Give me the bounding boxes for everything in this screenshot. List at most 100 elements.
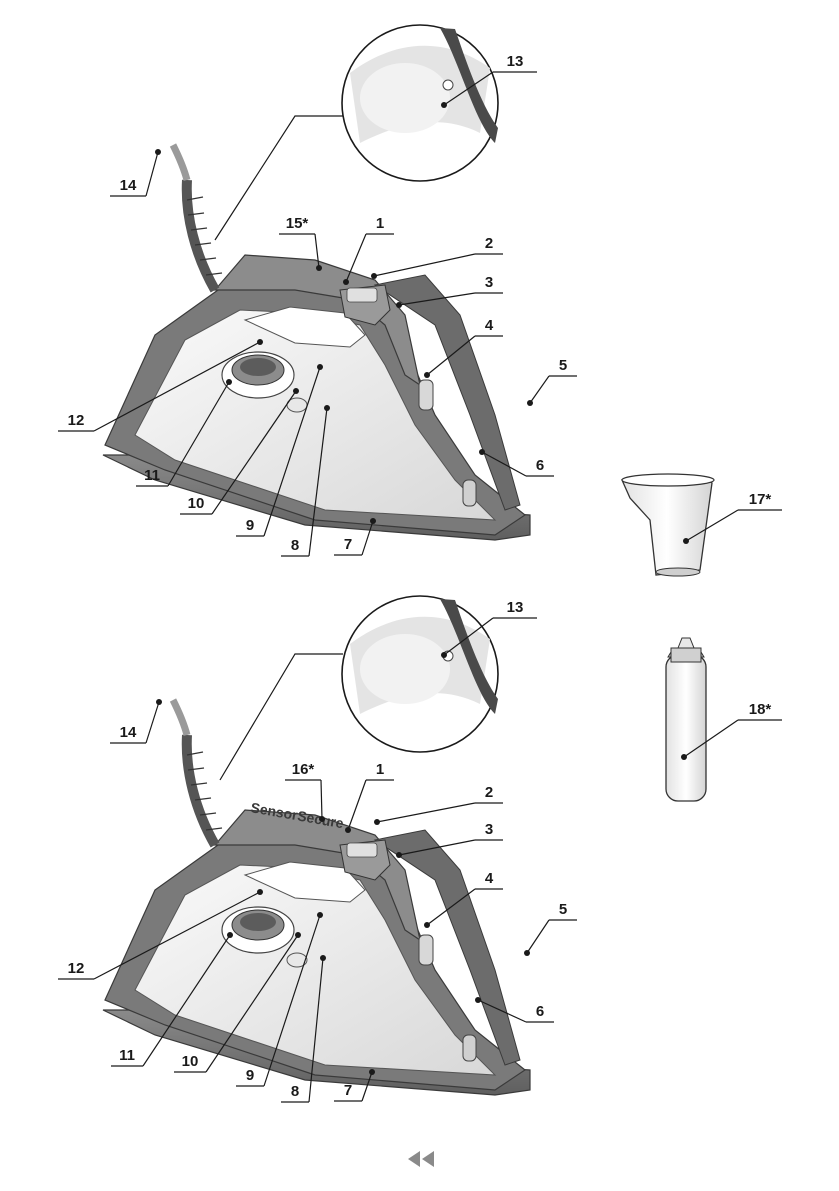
callout-leader <box>373 253 476 277</box>
callout-14: 14 <box>110 699 162 744</box>
callout-9: 9 <box>236 364 323 537</box>
callout-leader <box>481 451 527 477</box>
callout-dot <box>475 997 481 1003</box>
descaling-bottle <box>665 637 707 802</box>
callout-dot <box>227 932 233 938</box>
callout-11: 11 <box>111 932 233 1067</box>
callout-dot <box>317 912 323 918</box>
callout-leader <box>93 341 261 432</box>
callout-leader <box>93 891 261 980</box>
callout-leader <box>308 957 324 1103</box>
callout-1: 1 <box>343 215 394 285</box>
callout-dot <box>293 388 299 394</box>
callout-dot <box>320 955 326 961</box>
callout-leader <box>376 802 476 823</box>
callout-leader <box>443 71 494 106</box>
callout-leader <box>263 914 321 1087</box>
iron-bottom-illustration <box>103 700 530 1095</box>
callout-number: 2 <box>485 784 493 801</box>
callout-number: 12 <box>68 960 85 977</box>
callout-10: 10 <box>180 388 299 515</box>
measuring-cup <box>621 473 715 577</box>
callout-12: 12 <box>58 339 263 432</box>
callout-dot <box>424 372 430 378</box>
callout-leader <box>145 701 160 744</box>
callout-number: 4 <box>485 317 494 334</box>
callout-leader <box>347 779 367 831</box>
callout-9: 9 <box>236 912 323 1087</box>
callout-number: 16* <box>292 761 315 778</box>
callout-leader <box>426 888 476 926</box>
callout-13: 13 <box>441 599 537 658</box>
callout-13: 13 <box>441 53 537 108</box>
callout-number: 12 <box>68 412 85 429</box>
callout-number: 8 <box>291 1083 299 1100</box>
callout-number: 3 <box>485 821 493 838</box>
callout-11: 11 <box>136 379 232 487</box>
callout-6: 6 <box>475 997 554 1023</box>
callout-12: 12 <box>58 889 263 980</box>
callout-number: 15* <box>286 215 309 232</box>
callout-dot <box>319 816 325 822</box>
callout-number: 11 <box>144 467 160 484</box>
callout-number: 10 <box>188 495 205 512</box>
callout-number: 18* <box>749 701 772 718</box>
callout-number: 8 <box>291 537 299 554</box>
callout-number: 9 <box>246 1067 254 1084</box>
callout-4: 4 <box>424 870 503 928</box>
callout-number: 4 <box>485 870 494 887</box>
callout-number: 1 <box>376 215 384 232</box>
callout-2: 2 <box>371 235 503 279</box>
callout-number: 13 <box>507 599 524 616</box>
rewind-icon[interactable] <box>404 1148 440 1170</box>
callout-leader <box>142 934 231 1067</box>
callout-dot <box>343 279 349 285</box>
callout-number: 5 <box>559 357 567 374</box>
callout-leader <box>145 151 159 197</box>
callout-leader <box>320 779 323 820</box>
callout-leader <box>398 839 476 856</box>
callout-dot <box>155 149 161 155</box>
callout-2: 2 <box>374 784 503 825</box>
callout-dot <box>345 827 351 833</box>
callout-number: 9 <box>246 517 254 534</box>
callout-dot <box>441 652 447 658</box>
callout-leader <box>345 233 367 283</box>
callout-15-star: 15* <box>279 215 322 271</box>
callout-leader <box>477 999 527 1023</box>
callout-6: 6 <box>479 449 554 477</box>
callout-dot <box>324 405 330 411</box>
callout-number: 14 <box>120 724 137 741</box>
callout-number: 6 <box>536 457 544 474</box>
callout-8: 8 <box>281 955 326 1103</box>
callout-dot <box>424 922 430 928</box>
callout-dot <box>370 518 376 524</box>
callout-number: 3 <box>485 274 493 291</box>
callout-number: 1 <box>376 761 384 778</box>
callout-3: 3 <box>396 274 503 308</box>
callout-dot <box>396 852 402 858</box>
callout-leader <box>167 381 230 487</box>
callout-leader <box>683 719 739 758</box>
callout-7: 7 <box>334 518 376 556</box>
callout-dot <box>396 302 402 308</box>
zoom-bubble-bottom <box>341 595 499 753</box>
callout-leader <box>526 919 550 954</box>
callout-7: 7 <box>334 1069 375 1102</box>
callout-leader <box>263 366 321 537</box>
callout-dot <box>374 819 380 825</box>
callout-dot <box>317 364 323 370</box>
callout-number: 13 <box>507 53 524 70</box>
callout-dot <box>226 379 232 385</box>
callout-number: 11 <box>119 1047 135 1064</box>
callout-dot <box>295 932 301 938</box>
callout-leader <box>211 390 297 515</box>
callout-dot <box>683 538 689 544</box>
callout-14: 14 <box>110 149 161 197</box>
callout-dot <box>257 339 263 345</box>
callout-number: 7 <box>344 1082 352 1099</box>
callout-dot <box>441 102 447 108</box>
callout-leader <box>685 509 739 542</box>
callout-18-star: 18* <box>681 701 782 760</box>
